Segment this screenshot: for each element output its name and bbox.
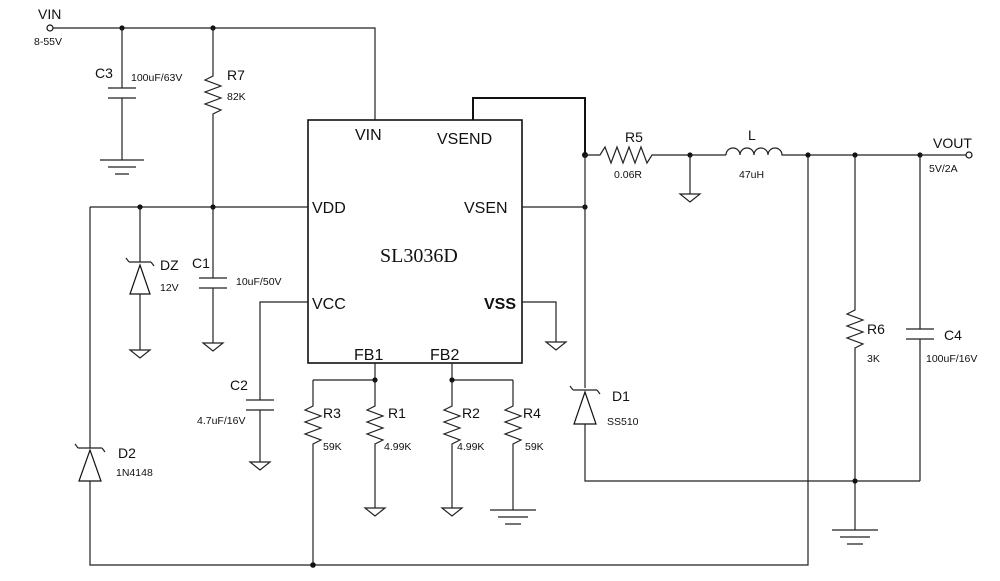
resistor-r4 [490,380,536,525]
resistor-r2 [440,380,464,517]
pin-vdd-label: VDD [312,200,346,217]
ic-name: SL3036D [380,245,458,267]
diode-d2 [74,155,809,566]
r5-ref: R5 [625,129,643,145]
r7-value: 82K [227,91,246,103]
junction-gnd-return [852,478,858,484]
resistor-r3 [303,380,323,565]
resistor-r5 [585,145,726,165]
pin-vsend-label: VSEND [437,131,492,148]
vout-terminal [920,151,973,159]
pin-vss-label: VSS [484,296,516,313]
vin-label: VIN [38,6,61,22]
c1-ref: C1 [192,255,210,271]
pin-vcc-label: VCC [312,296,346,313]
c4-value: 100uF/16V [926,353,977,365]
capacitor-c4 [906,155,934,481]
d1-ref: D1 [612,388,630,404]
diode-d1 [569,385,920,482]
junction-bottom [310,562,316,568]
junction-out-a [805,152,811,158]
vout-label: VOUT [933,135,972,151]
l-value: 47uH [739,169,764,181]
r3-value: 59K [323,441,342,453]
vin-terminal: VIN 8-55V [34,6,62,48]
fb2-wire [451,363,513,381]
capacitor-c3 [100,28,144,175]
d2-ref: D2 [118,445,136,461]
c2-ref: C2 [230,377,248,393]
c4-ref: C4 [944,327,962,343]
r1-value: 4.99K [384,441,411,453]
zener-dz [125,207,155,359]
resistor-r6 [832,155,878,545]
capacitor-c1 [199,207,227,352]
pin-fb2-label: FB2 [430,347,459,364]
r4-ref: R4 [523,405,541,421]
vout-rating: 5V/2A [929,163,958,175]
vss-ground [522,301,568,351]
c1-value: 10uF/50V [236,276,282,288]
sense-ground [678,155,702,203]
r4-value: 59K [525,441,544,453]
ic-body [307,119,523,364]
fb1-wire [313,363,376,381]
r1-ref: R1 [388,405,406,421]
l-ref: L [748,127,756,143]
c2-value: 4.7uF/16V [197,415,245,427]
d2-value: 1N4148 [116,467,153,479]
pin-fb1-label: FB1 [354,347,383,364]
c3-ref: C3 [95,65,113,81]
r2-ref: R2 [462,405,480,421]
dz-value: 12V [160,282,179,294]
r7-ref: R7 [227,67,245,83]
r3-ref: R3 [323,405,341,421]
dz-ref: DZ [160,257,179,273]
resistor-r7 [203,28,223,207]
inductor-l [725,147,920,156]
r6-ref: R6 [867,321,885,337]
vsend-trace [472,97,586,155]
r6-value: 3K [867,353,880,365]
resistor-r1 [363,380,387,517]
c3-value: 100uF/63V [131,72,182,84]
d1-value: SS510 [607,416,639,428]
r2-value: 4.99K [457,441,484,453]
pin-vsen-label: VSEN [464,200,508,217]
pin-vin-label: VIN [355,127,382,144]
vin-rail-wire [53,27,376,120]
vin-range-label: 8-55V [34,36,62,48]
r5-value: 0.06R [614,169,642,181]
capacitor-c2 [246,301,308,471]
